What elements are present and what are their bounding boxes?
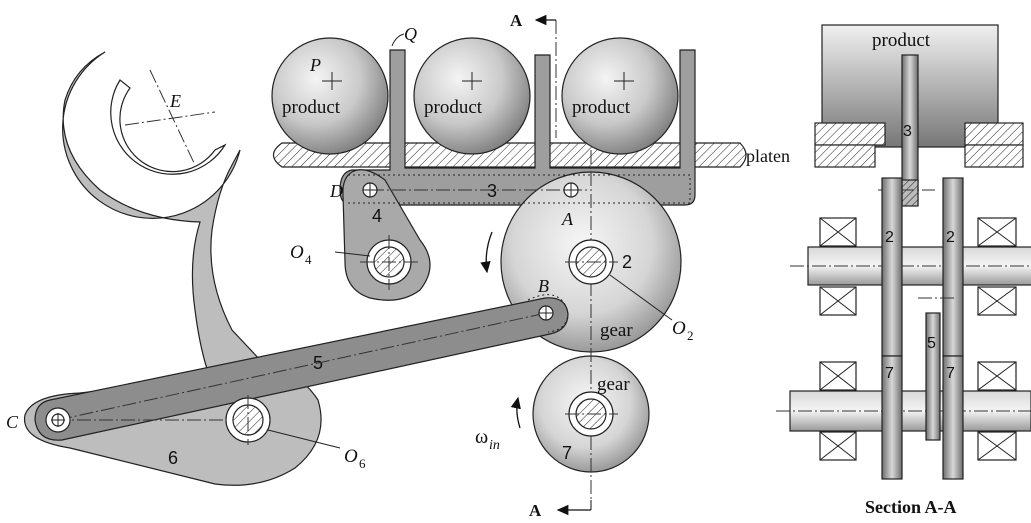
label-O6-sub: 6 [359, 456, 366, 471]
section-link-5 [925, 312, 941, 441]
shaft-O4: O 4 [290, 235, 418, 290]
link-4-label: 4 [372, 206, 382, 226]
section-product-label: product [872, 30, 931, 51]
label-E: E [169, 91, 181, 111]
label-C: C [6, 412, 19, 432]
product-3: product [561, 37, 679, 155]
section-view: product 3 [776, 24, 1031, 517]
link-3-dotted-outline [348, 174, 691, 204]
label-O4-sub: 4 [305, 252, 312, 267]
section-gear-7-left [881, 355, 903, 480]
omega-sub-label: in [489, 438, 500, 453]
section-platen-left [814, 122, 886, 146]
section-cut-bottom: A [529, 500, 592, 520]
section-2-right-label: 2 [946, 229, 955, 246]
shaft-O2: O 2 [565, 239, 694, 343]
product-3-label: product [572, 97, 631, 118]
label-Q: Q [404, 24, 417, 44]
shaft-O6: O 6 6 [168, 395, 366, 471]
label-O2: O [672, 318, 686, 339]
section-2-left-label: 2 [885, 229, 894, 246]
link-5-dotted-end [527, 294, 569, 333]
pin-A: A [561, 182, 579, 229]
product-2-label: product [424, 97, 483, 118]
section-A-bottom-label: A [529, 501, 542, 520]
product-1: product P [271, 37, 389, 155]
section-gear-2-left [881, 177, 903, 357]
product-2: product [413, 37, 531, 155]
section-7-right-label: 7 [946, 365, 955, 382]
label-D: D [329, 181, 343, 201]
point-Q-marker: Q [391, 24, 417, 47]
product-1-label: product [282, 97, 341, 118]
gear-lower-label: gear [597, 374, 630, 395]
section-platen-right [964, 122, 1024, 146]
gear-2-rotation-arrow [480, 231, 493, 274]
section-bearings [819, 217, 1017, 461]
link-3-label: 3 [487, 181, 497, 201]
omega-label: ω [475, 426, 488, 448]
section-title: Section A-A [865, 497, 957, 517]
label-A: A [561, 209, 574, 229]
label-B: B [538, 276, 549, 296]
point-E-marker: E [124, 69, 216, 166]
section-gear-2-right [942, 177, 964, 357]
pin-B: B [538, 276, 554, 321]
section-cut-top: A [510, 11, 556, 30]
section-7-left-label: 7 [885, 365, 894, 382]
label-O2-sub: 2 [687, 328, 694, 343]
label-O4: O [290, 242, 304, 263]
gear-2-label: 2 [622, 252, 632, 272]
shaft-gear-7 [565, 391, 618, 437]
section-link-3-label: 3 [903, 123, 912, 140]
label-P: P [309, 55, 321, 75]
omega-in-arrow: ω in [475, 396, 521, 453]
section-A-top-label: A [510, 11, 523, 30]
link-6-label: 6 [168, 448, 178, 468]
center-lines [55, 20, 592, 500]
pin-C: C [6, 407, 71, 433]
section-gear-7-right [942, 355, 964, 480]
gear-7-label: 7 [562, 443, 572, 463]
label-O6: O [344, 446, 358, 467]
gear-upper-label: gear [600, 320, 633, 341]
section-link-5-label: 5 [927, 335, 936, 352]
pin-D: D [329, 181, 378, 201]
platen-label: platen [746, 146, 790, 166]
